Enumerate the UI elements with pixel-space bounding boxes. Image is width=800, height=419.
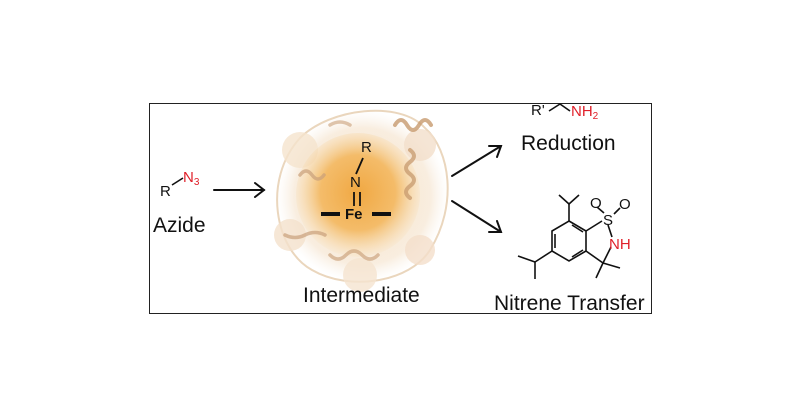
sultam-o1-label: O (590, 195, 602, 212)
reduction-label: Reduction (521, 132, 616, 155)
arrow-to-reduction (451, 145, 503, 177)
amine-nh-label: NH (571, 103, 593, 120)
arrow-azide-to-intermediate (213, 182, 266, 198)
arrow-to-nitrene-transfer (451, 200, 503, 233)
amine-r-label: R' (531, 102, 545, 119)
amine-bonds (548, 103, 571, 112)
azide-n-subscript: 3 (193, 177, 200, 188)
protein-surface (274, 109, 449, 292)
amine-nh2-label: NH2 (571, 104, 598, 122)
azide-n-label: N (183, 169, 194, 186)
intermediate-label: Intermediate (303, 284, 420, 307)
sultam-bonds (517, 194, 621, 279)
azide-r-label: R (160, 183, 171, 200)
azide-n3-label: N3 (183, 170, 199, 188)
sultam-nh-label: NH (609, 236, 631, 253)
sultam-o2-label: O (619, 196, 631, 213)
intermediate-r-label: R (361, 139, 372, 156)
azide-bonds (171, 177, 184, 186)
nitrene-transfer-label: Nitrene Transfer (494, 292, 645, 315)
diagram-frame (149, 103, 652, 314)
intermediate-bonds (353, 157, 364, 206)
intermediate-n-label: N (350, 174, 361, 191)
amine-nh-subscript: 2 (592, 111, 599, 122)
azide-label: Azide (153, 214, 206, 237)
sultam-s-label: S (603, 212, 614, 229)
intermediate-fe-label: Fe (345, 206, 363, 223)
